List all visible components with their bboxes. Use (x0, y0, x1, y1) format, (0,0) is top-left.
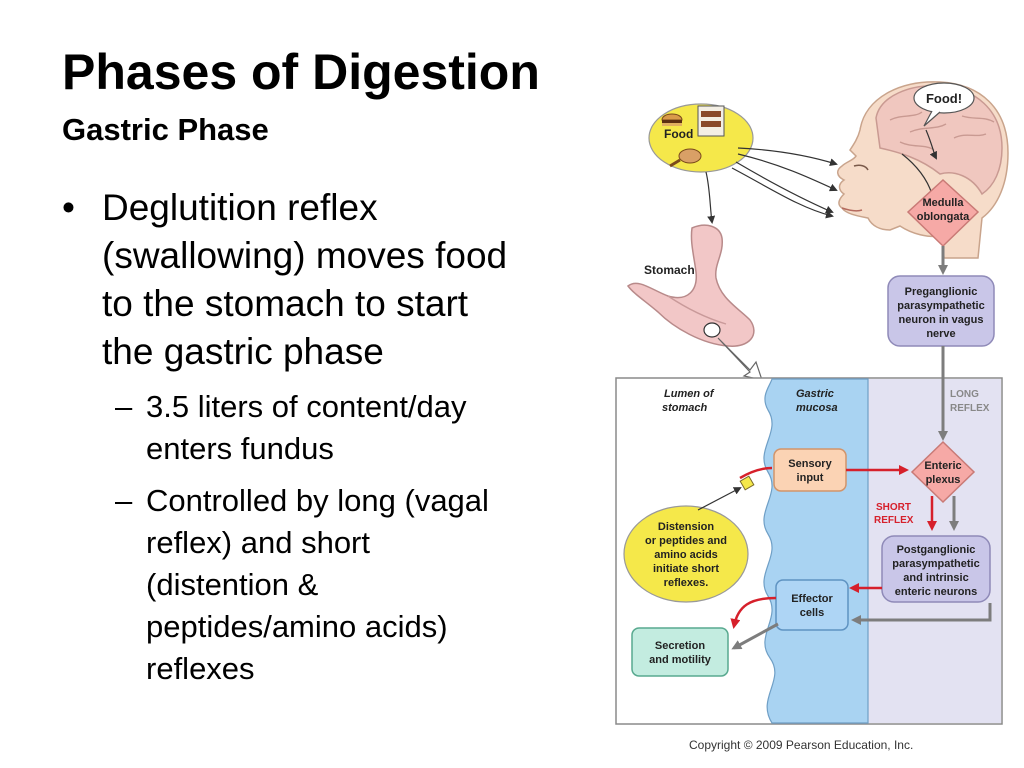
postganglionic-label-line: parasympathetic (892, 558, 979, 570)
subbullet-line: 3.5 liters of content/day (146, 389, 467, 424)
distension-label-line: reflexes. (664, 577, 709, 589)
food-thought-bubble: Food! (913, 82, 975, 127)
arrow-effector-to-secretion-red (730, 596, 777, 629)
distension-label-line: initiate short (653, 563, 719, 575)
slide-subtitle: Gastric Phase (62, 112, 269, 147)
short-reflex-label-line: REFLEX (874, 515, 914, 526)
arrow-food-to-mouth (731, 167, 834, 219)
red-link-receptor-sensory (739, 466, 773, 480)
preganglionic-label-line: neuron in vagus (899, 314, 984, 326)
distension-stimulus-oval: Distension or peptides and amino acids i… (623, 505, 749, 603)
effector-label-line: cells (800, 607, 824, 619)
slide-title: Phases of Digestion (62, 44, 540, 100)
subbullet-liters: – 3.5 liters of content/day enters fundu… (62, 386, 622, 470)
subbullet-line: peptides/amino acids) (146, 609, 448, 644)
arrow-bubble-to-brain (925, 129, 937, 160)
medulla-label-line: Medulla (923, 197, 965, 209)
arrow-effector-to-secretion-gray (731, 622, 779, 650)
bullet-dot-icon: • (62, 187, 75, 228)
sensory-input-box: Sensory input (773, 448, 847, 492)
sensory-label-line: Sensory (788, 458, 832, 470)
distension-label-line: amino acids (654, 549, 718, 561)
food-label: Food (664, 127, 693, 141)
arrow-food-to-nose (735, 161, 834, 214)
bullet-line: Deglutition reflex (102, 187, 378, 228)
short-reflex-label-line: SHORT (876, 502, 911, 513)
stomach-illustration: Stomach (626, 224, 755, 347)
postganglionic-neurons-box: Postganglionic parasympathetic and intri… (881, 535, 991, 603)
arrow-distension-to-receptor (697, 487, 742, 511)
lumen-label-line: stomach (662, 402, 708, 414)
arrow-postganglionic-to-effector (851, 603, 992, 625)
gastric-phase-diagram: Food! Food Medulla oblongata (610, 58, 1010, 730)
food-bubble-text: Food! (926, 91, 962, 106)
enteric-plexus-node: Enteric plexus (910, 440, 976, 504)
secretion-label-line: Secretion (655, 640, 705, 652)
secretion-motility-box: Secretion and motility (631, 627, 729, 677)
distension-label-line: Distension (658, 521, 715, 533)
postganglionic-label-line: Postganglionic (897, 544, 976, 556)
enteric-label-line: Enteric (924, 460, 961, 472)
medulla-oblongata-node: Medulla oblongata (906, 178, 980, 248)
lumen-label-line: Lumen of (664, 388, 715, 400)
subbullet-line: Controlled by long (vagal (146, 483, 489, 518)
dash-icon: – (115, 389, 133, 424)
bullet-line: (swallowing) moves food (102, 235, 508, 276)
food-oval: Food (648, 103, 754, 173)
stomach-magnify-icon (703, 322, 721, 338)
gastric-mucosa-wall (763, 378, 869, 724)
subbullet-line: (distention & (146, 567, 319, 602)
mucosa-label-line: Gastric (796, 388, 834, 400)
stomach-label: Stomach (644, 263, 695, 277)
secretion-label-line: and motility (649, 654, 712, 666)
arrow-food-to-eyes (737, 153, 838, 192)
medulla-label-line: oblongata (917, 211, 970, 223)
subbullet-line: enters fundus (146, 431, 334, 466)
subbullet-line: reflexes (146, 651, 255, 686)
preganglionic-label-line: nerve (926, 328, 955, 340)
subbullet-controlled: – Controlled by long (vagal reflex) and … (62, 480, 622, 690)
postganglionic-label-line: and intrinsic (903, 572, 968, 584)
enteric-label-line: plexus (926, 474, 961, 486)
preganglionic-label-line: parasympathetic (897, 300, 984, 312)
long-reflex-label-line: REFLEX (950, 403, 990, 414)
sandwich-icon (697, 105, 725, 137)
distension-label-line: or peptides and (645, 535, 727, 547)
preganglionic-label-line: Preganglionic (905, 286, 978, 298)
postganglionic-label-line: enteric neurons (895, 586, 978, 598)
effector-label-line: Effector (791, 593, 833, 605)
long-reflex-label-line: LONG (950, 389, 979, 400)
preganglionic-neuron-box: Preganglionic parasympathetic neuron in … (887, 275, 995, 347)
bullet-list: • Deglutition reflex (swallowing) moves … (62, 184, 622, 690)
arrow-food-to-brain (737, 147, 838, 167)
arrow-food-to-stomach (705, 171, 716, 224)
copyright-notice: Copyright © 2009 Pearson Education, Inc. (689, 738, 914, 752)
bullet-deglutition: • Deglutition reflex (swallowing) moves … (62, 184, 622, 376)
effector-cells-box: Effector cells (775, 579, 849, 631)
mucosa-label-line: mucosa (796, 402, 838, 414)
sensory-label-line: input (797, 472, 824, 484)
bullet-line: to the stomach to start (102, 283, 469, 324)
drumstick-icon (669, 148, 702, 168)
burger-icon (661, 113, 683, 126)
subbullet-line: reflex) and short (146, 525, 370, 560)
bullet-line: the gastric phase (102, 331, 384, 372)
receptor-icon (739, 475, 755, 491)
dash-icon: – (115, 483, 133, 518)
